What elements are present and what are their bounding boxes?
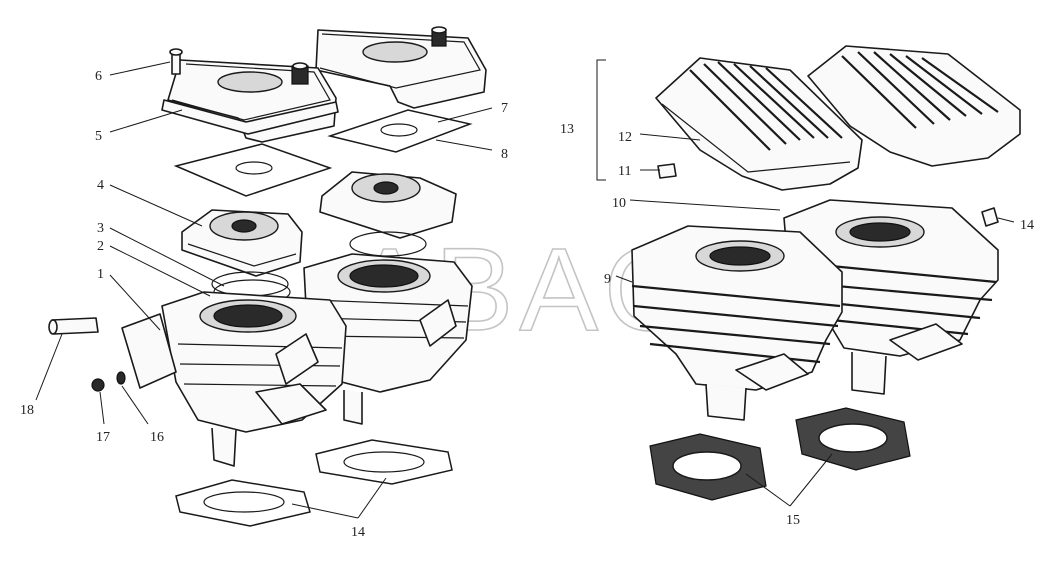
finned-head-right — [807, 45, 1021, 167]
callout-4: 4 — [97, 178, 104, 193]
washer — [116, 371, 126, 385]
callout-17: 17 — [96, 430, 110, 445]
cylinder-head-rear — [319, 171, 457, 239]
callouts: 6 5 7 8 4 3 2 1 18 17 16 14 13 12 11 10 … — [20, 69, 1034, 540]
base-gasket-front — [175, 479, 311, 527]
head-cover-front — [161, 59, 339, 143]
cylinder-front — [121, 291, 347, 467]
callout-3: 3 — [97, 221, 104, 236]
leader-lines — [35, 61, 1015, 519]
callout-1: 1 — [97, 267, 104, 282]
nut — [91, 378, 105, 392]
right-assembly — [596, 45, 1021, 501]
callout-8: 8 — [501, 147, 508, 162]
callout-15-left: 14 — [351, 525, 365, 540]
head-gasket-front — [173, 143, 333, 197]
o-ring-rear — [349, 231, 427, 257]
head-gasket-rear — [327, 109, 473, 153]
callout-18: 18 — [20, 403, 34, 418]
bolt — [981, 207, 999, 227]
callout-11: 11 — [618, 164, 631, 179]
finned-cylinder-left — [631, 225, 843, 421]
plug — [657, 163, 677, 179]
left-assembly — [48, 26, 487, 527]
callout-15-right: 15 — [786, 513, 800, 528]
group-bracket — [596, 59, 606, 181]
head-cover-rear — [315, 26, 487, 109]
callout-2: 2 — [97, 239, 104, 254]
callout-12: 12 — [618, 130, 632, 145]
callout-5: 5 — [95, 129, 102, 144]
base-gasket-rear — [315, 439, 453, 485]
callout-9: 9 — [604, 272, 611, 287]
callout-16: 16 — [150, 430, 164, 445]
callout-10: 10 — [612, 196, 626, 211]
pin — [51, 317, 99, 335]
callout-13: 13 — [560, 122, 574, 137]
cylinder-rear — [303, 253, 473, 425]
finned-head-left — [655, 57, 863, 191]
callout-6: 6 — [95, 69, 102, 84]
cylinder-head-front — [181, 209, 303, 277]
callout-7: 7 — [501, 101, 508, 116]
callout-14: 14 — [1020, 218, 1034, 233]
